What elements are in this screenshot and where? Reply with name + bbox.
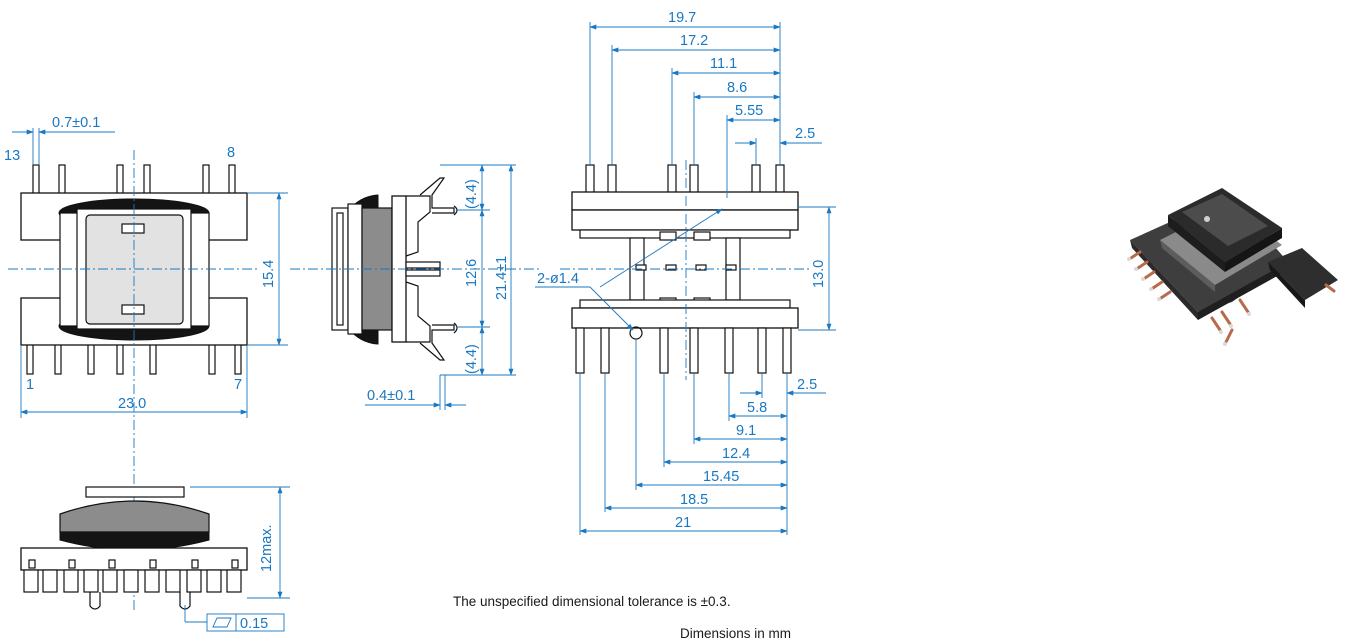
dim-bottom-5-8: 5.8 xyxy=(747,400,767,416)
dim-bottom-15-45: 15.45 xyxy=(703,469,739,485)
front-core-center xyxy=(85,214,184,325)
lower-winding-gray xyxy=(59,500,210,533)
dim-middle-12-6: 12.6 xyxy=(464,259,480,287)
side-view: (4.4) 12.6 (4.4) 21.4±1 0.4±0.1 xyxy=(290,164,540,410)
pin-label-13: 13 xyxy=(4,148,20,164)
dim-top-2-5: 2.5 xyxy=(795,126,815,142)
dim-top-17-2: 17.2 xyxy=(680,33,708,49)
bottom-view: 19.7 17.2 11.1 8.6 5.55 2.5 13.0 2-ø1.4 … xyxy=(535,10,836,535)
dim-lead-thickness: 0.4±0.1 xyxy=(367,388,415,404)
bottom-view-bottom-pins xyxy=(575,326,792,374)
tolerance-note: The unspecified dimensional tolerance is… xyxy=(453,594,731,609)
dim-width-23-0: 23.0 xyxy=(118,396,146,412)
dim-height-12max: 12max. xyxy=(259,524,275,572)
dim-top-19-7: 19.7 xyxy=(668,10,696,26)
dim-bottom-18-5: 18.5 xyxy=(680,492,708,508)
dim-top-8-6: 8.6 xyxy=(727,80,747,96)
dim-bottom-2-5: 2.5 xyxy=(797,377,817,393)
pin-label-7: 7 xyxy=(234,377,242,393)
dim-lead-width: 0.7±0.1 xyxy=(52,115,100,131)
dim-flatness: 0.15 xyxy=(240,616,268,632)
pin-label-1: 1 xyxy=(26,377,34,393)
dim-top-5-55: 5.55 xyxy=(735,103,763,119)
dim-overall-21-4: 21.4±1 xyxy=(494,256,510,300)
units-note: Dimensions in mm xyxy=(680,626,791,641)
lower-terminals xyxy=(23,559,242,610)
dim-lower-4-4: (4.4) xyxy=(464,344,480,374)
dim-height-15-4: 15.4 xyxy=(261,260,277,288)
dim-bottom-12-4: 12.4 xyxy=(722,446,750,462)
dim-hole: 2-ø1.4 xyxy=(537,271,579,287)
dim-bottom-9-1: 9.1 xyxy=(736,423,756,439)
lower-view: 12max. 0.15 xyxy=(20,486,290,632)
pin-label-8: 8 xyxy=(227,145,235,161)
front-top-pins xyxy=(32,164,236,195)
lower-base xyxy=(20,547,248,571)
dim-bottom-21: 21 xyxy=(675,515,691,531)
bottom-view-lower-flange xyxy=(571,307,799,329)
front-view: 13 8 1 7 0.7±0.1 15.4 23.0 xyxy=(4,115,288,610)
product-photo xyxy=(1127,188,1338,346)
dim-row-pitch-13-0: 13.0 xyxy=(811,260,827,288)
lower-winding-dark xyxy=(59,531,210,551)
bottom-view-upper-flange xyxy=(571,191,799,211)
dim-upper-4-4: (4.4) xyxy=(464,179,480,209)
photo-leads xyxy=(1129,250,1336,344)
dim-top-11-1: 11.1 xyxy=(710,56,737,72)
photo-lead-tips xyxy=(1127,257,1251,346)
